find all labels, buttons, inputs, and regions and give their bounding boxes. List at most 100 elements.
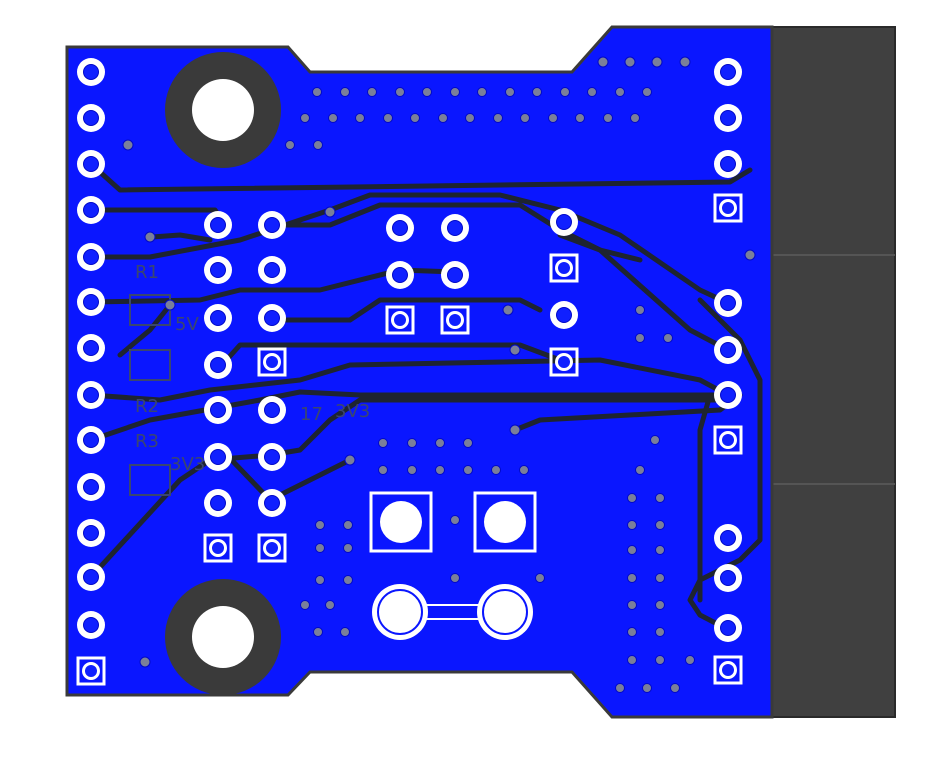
via-icon [509,424,521,436]
silk-label: R1 [135,262,159,283]
via-icon [519,465,529,475]
via-icon [343,575,353,585]
via-icon [548,113,558,123]
via-icon [505,87,515,97]
via-icon [422,87,432,97]
via-icon [285,140,295,150]
via-icon [312,87,322,97]
via-icon [509,344,521,356]
via-icon [122,139,134,151]
via-icon [367,87,377,97]
via-icon [670,683,680,693]
via-icon [324,206,336,218]
via-icon [435,438,445,448]
mounting-hole-bottom [165,579,281,695]
via-icon [603,113,613,123]
via-icon [407,465,417,475]
via-icon [624,56,636,68]
via-icon [635,465,645,475]
via-icon [744,249,756,261]
via-icon [663,333,673,343]
via-icon [315,575,325,585]
via-icon [139,656,151,668]
pad-drill [83,64,99,80]
via-icon [313,627,323,637]
edge-connector [771,26,896,718]
square-pad-icon [257,533,287,563]
via-icon [651,56,663,68]
silk-label: 3V3 [170,454,205,475]
via-icon [587,87,597,97]
via-icon [615,87,625,97]
terminal-pad-2 [473,491,537,553]
pad-drill [266,542,278,554]
pad-drill [210,402,226,418]
pad-drill [392,267,408,283]
mounting-hole-top [165,52,281,168]
pad-drill [720,530,736,546]
silk-label: 5V [175,314,199,335]
via-icon [450,87,460,97]
square-pad-icon [713,193,743,223]
pad-drill [83,294,99,310]
pad-drill [264,310,280,326]
via-icon [300,600,310,610]
pad-drill [394,314,406,326]
pad-drill [720,620,736,636]
pad-drill [720,387,736,403]
via-icon [627,520,637,530]
pad-drill [83,249,99,265]
silk-footprint [129,464,171,496]
via-icon [627,493,637,503]
via-icon [679,56,691,68]
via-icon [450,573,460,583]
via-icon [655,600,665,610]
pad-drill [264,262,280,278]
via-icon [315,543,325,553]
pad-drill [83,110,99,126]
via-icon [325,600,335,610]
pad-drill [266,356,278,368]
via-icon [144,231,156,243]
square-pad-icon [203,533,233,563]
pad-drill [264,495,280,511]
square-pad-icon [549,347,579,377]
pad-drill [720,64,736,80]
pad-drill [83,156,99,172]
pad-drill [722,434,734,446]
via-icon [463,465,473,475]
via-icon [650,435,660,445]
power-pad-link [372,584,533,640]
via-icon [355,113,365,123]
via-icon [655,545,665,555]
board-outline [65,25,774,719]
pad-drill [447,220,463,236]
pad-drill [83,525,99,541]
square-pad-icon [385,305,415,335]
via-icon [378,438,388,448]
pad-drill [83,569,99,585]
pad-drill [83,432,99,448]
via-icon [635,333,645,343]
via-icon [532,87,542,97]
pad-drill [556,214,572,230]
pad-drill [83,202,99,218]
via-icon [164,299,176,311]
square-pad-icon [713,655,743,685]
pad-drill [85,665,97,677]
pad-drill [264,449,280,465]
pad-drill [392,220,408,236]
pad-drill [722,664,734,676]
square-pad-icon [549,253,579,283]
via-icon [520,113,530,123]
via-icon [313,140,323,150]
pad-drill [720,295,736,311]
via-icon [463,438,473,448]
pad-drill [83,340,99,356]
silk-label: R2 [135,396,159,417]
pad-drill [722,202,734,214]
via-icon [655,520,665,530]
via-icon [627,600,637,610]
via-icon [535,573,545,583]
via-icon [383,113,393,123]
